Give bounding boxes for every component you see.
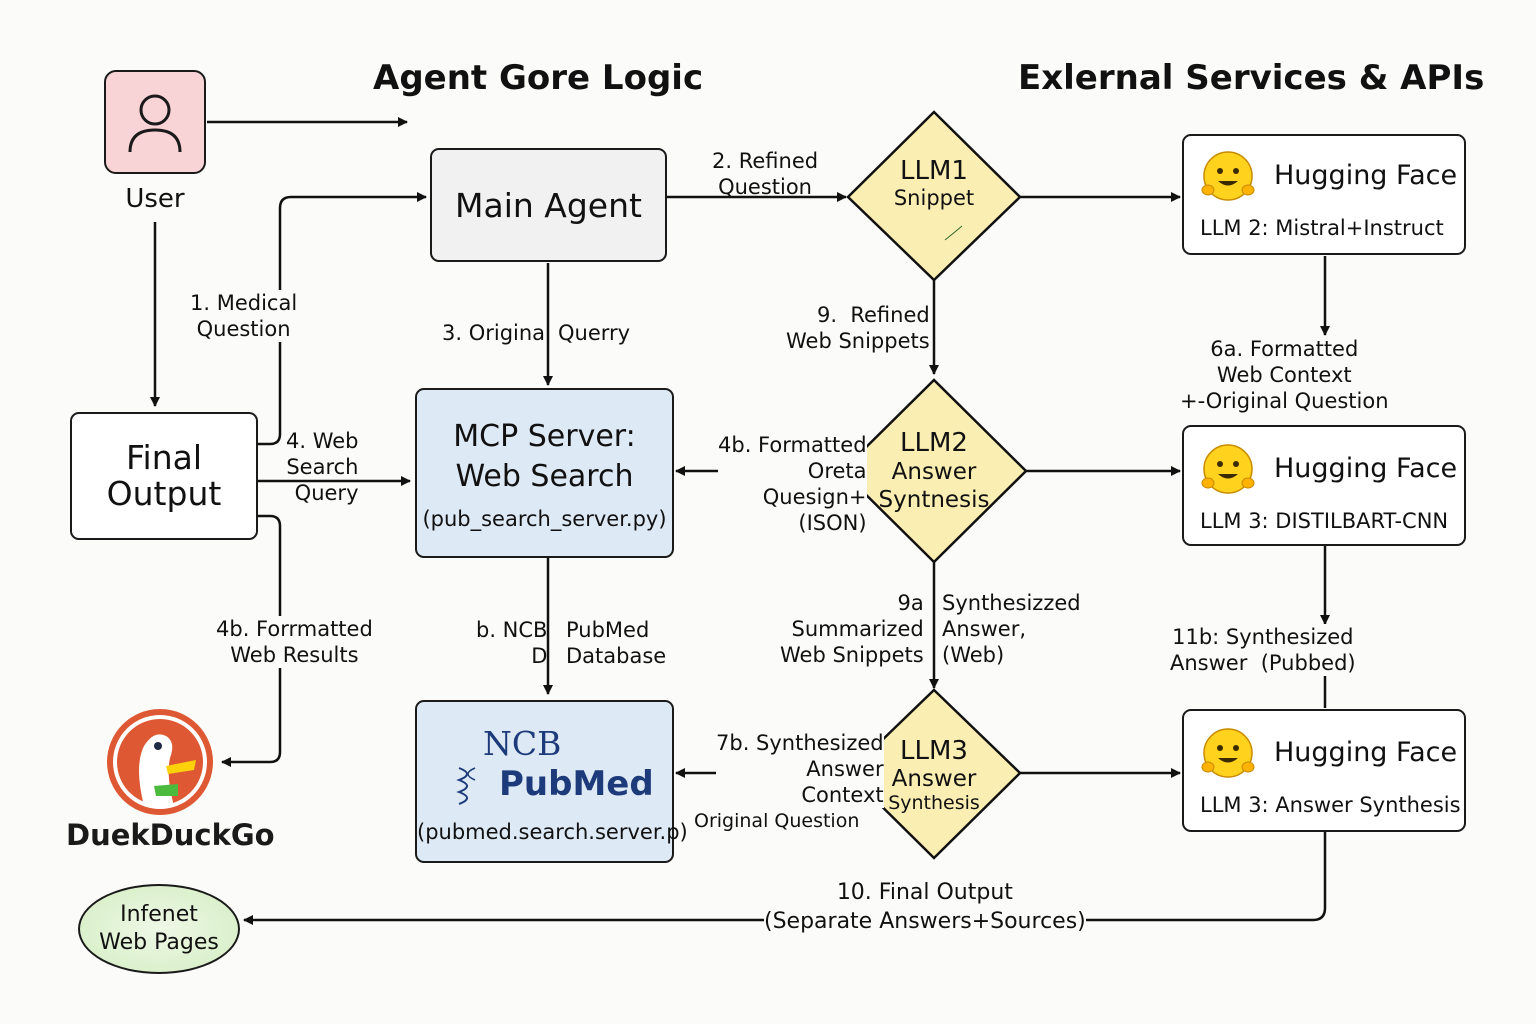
hugging-face-box-3[interactable]: Hugging Face LLM 3: Answer Synthesis xyxy=(1182,709,1466,832)
web-search-query-label: 4. Web Search Query xyxy=(286,429,359,505)
llm2-diamond xyxy=(840,378,1028,564)
duckduckgo-logo-icon[interactable] xyxy=(104,706,216,818)
llm1-pen-mark xyxy=(944,225,963,241)
llm1-diamond xyxy=(846,110,1022,282)
core-logic-title: Agent Gore Logic xyxy=(373,58,704,98)
ncbi-pubmed-box[interactable]: NCB PubMed (pubmed.search.server.p) xyxy=(415,700,688,863)
user-icon xyxy=(128,94,182,153)
dna-icon xyxy=(456,767,476,805)
final-output-label: Final Output xyxy=(106,438,222,513)
refined-question-label: 2. Refined Question xyxy=(712,149,819,199)
hugging-face-model-1: LLM 2: Mistral+Instruct xyxy=(1200,216,1444,240)
hugging-face-model-2: LLM 3: DISTILBART-CNN xyxy=(1200,509,1449,533)
mcp-server-file: (pub_search_server.py) xyxy=(422,507,667,531)
original-question-label: Original Question xyxy=(694,810,860,832)
synthesized-answer-web-label: Synthesizzed Answer, (Web) xyxy=(942,591,1081,667)
llm2-text: LLM2 Answer Syntnesis xyxy=(860,428,1008,514)
ncbi-logo-text: NCB xyxy=(483,724,562,763)
medical-question-label: 1. Medical Question xyxy=(190,290,298,342)
hugging-face-box-1[interactable]: Hugging Face LLM 2: Mistral+Instruct xyxy=(1182,134,1466,255)
main-agent-box[interactable]: Main Agent xyxy=(430,148,667,262)
ncbi-file: (pubmed.search.server.p) xyxy=(417,820,688,844)
hugging-face-icon xyxy=(1201,728,1255,778)
llm3-subtitle-1: Answer xyxy=(891,766,977,792)
internet-label: Infenet Web Pages xyxy=(99,902,219,955)
llm1-title: LLM1 xyxy=(900,156,968,186)
ncbi-left-label: b. NCB D xyxy=(476,618,548,668)
internet-web-pages-node[interactable]: Infenet Web Pages xyxy=(78,884,240,974)
hugging-face-name-3: Hugging Face xyxy=(1274,737,1458,768)
hugging-face-name-1: Hugging Face xyxy=(1274,160,1458,191)
llm1-text: LLM1 Snippet xyxy=(864,156,1004,210)
synthesized-answer-context-label: 7b. Synthesized Answer Context xyxy=(716,730,884,808)
summarized-snippets-label: 9a Summarized Web Snippets xyxy=(780,591,924,667)
formatted-web-results-label: 4b. Forrmatted Web Results xyxy=(216,616,373,668)
hugging-face-icon xyxy=(1201,151,1255,201)
final-output-edge-label: 10. Final Output (Separate Answers+Sourc… xyxy=(764,878,1086,936)
formatted-web-context-label: 6a. Formatted Web Context +-Original Que… xyxy=(1180,336,1389,414)
user-label: User xyxy=(125,184,185,214)
llm2-title: LLM2 xyxy=(900,428,968,458)
external-services-title: Exlernal Services & APIs xyxy=(1018,58,1485,98)
synthesized-pubbed-label: 11b: Synthesized Answer (Pubbed) xyxy=(1170,624,1356,676)
pubmed-logo-text: PubMed xyxy=(499,764,654,804)
original-query-label-b: Querry xyxy=(558,321,631,345)
ncbi-right-label: PubMed Database xyxy=(566,618,667,668)
user-icon-box[interactable] xyxy=(104,70,206,174)
hugging-face-model-3: LLM 3: Answer Synthesis xyxy=(1200,793,1461,817)
final-output-box[interactable]: Final Output xyxy=(70,412,258,540)
llm2-subtitle: Answer Syntnesis xyxy=(878,459,990,513)
mcp-server-box[interactable]: MCP Server: Web Search (pub_search_serve… xyxy=(415,388,674,558)
llm3-text: LLM3 Answer Synthesis xyxy=(864,736,1004,814)
original-query-label-a: 3. Original xyxy=(442,321,551,345)
final-output-arrow xyxy=(243,832,1327,925)
formatted-oreta-label: 4b. Formatted Oreta Quesign+ (ISON) xyxy=(718,432,867,536)
hugging-face-box-2[interactable]: Hugging Face LLM 3: DISTILBART-CNN xyxy=(1182,425,1466,546)
llm1-subtitle: Snippet xyxy=(893,186,975,210)
refined-web-snippets-label: 9. Refined Web Snippets xyxy=(786,303,930,353)
llm3-title: LLM3 xyxy=(900,736,968,766)
mcp-server-title: MCP Server: Web Search xyxy=(453,419,636,494)
hugging-face-name-2: Hugging Face xyxy=(1274,453,1458,484)
duckduckgo-label: DuekDuckGo xyxy=(66,818,275,852)
llm3-subtitle-2: Synthesis xyxy=(888,792,980,814)
main-agent-label: Main Agent xyxy=(455,185,642,225)
hugging-face-icon xyxy=(1201,444,1255,494)
